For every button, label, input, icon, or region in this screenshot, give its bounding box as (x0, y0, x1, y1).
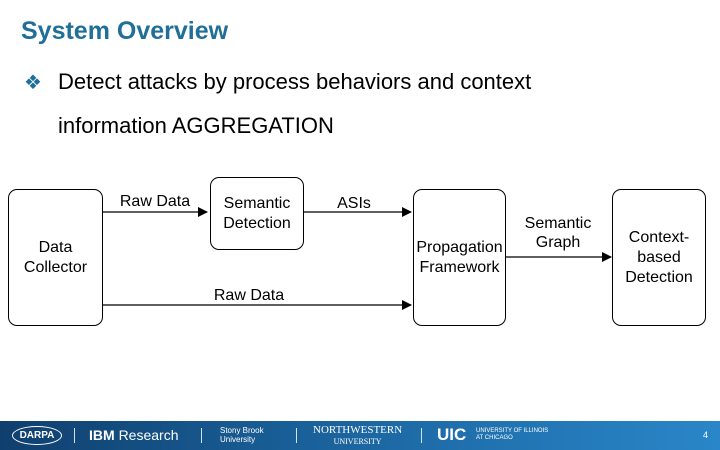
page-title: System Overview (21, 17, 229, 45)
bullet-text-line-2: information AGGREGATION (58, 113, 334, 138)
stony-brook-logo: Stony Brook University (220, 426, 264, 444)
label-raw-data-bottom: Raw Data (213, 287, 285, 304)
node-propagation-framework: Propagation Framework (413, 189, 506, 326)
page-number: 4 (703, 430, 709, 440)
uic-subtitle: UNIVERSITY OF ILLINOIS AT CHICAGO (476, 428, 549, 441)
label-raw-data-top: Raw Data (119, 193, 191, 210)
node-data-collector: Data Collector (8, 189, 103, 326)
research-text: Research (118, 427, 179, 443)
footer-divider (421, 428, 422, 443)
northwestern-text: NORTHWESTERN (313, 424, 403, 436)
label-asis: ASIs (337, 195, 371, 212)
ibm-text: IBM (89, 427, 119, 443)
diagram-connectors (103, 207, 612, 310)
footer-band: DARPA IBM Research Stony Brook Universit… (0, 421, 720, 450)
northwestern-logo: NORTHWESTERN UNIVERSITY (313, 425, 402, 447)
darpa-logo: DARPA (12, 426, 62, 445)
node-semantic-detection: Semantic Detection (210, 177, 304, 250)
node-context-based-detection: Context- based Detection (612, 189, 706, 326)
ibm-research-logo: IBM Research (89, 427, 178, 443)
label-semantic-graph: Semantic Graph (524, 215, 592, 251)
footer-divider (201, 428, 202, 443)
bullet-text-line-1: Detect attacks by process behaviors and … (58, 69, 532, 94)
diamond-bullet-icon: ❖ (24, 72, 42, 94)
footer-divider (74, 428, 75, 443)
footer-divider (296, 428, 297, 443)
northwestern-university-text: UNIVERSITY (333, 437, 382, 446)
uic-logo: UIC (437, 425, 467, 444)
